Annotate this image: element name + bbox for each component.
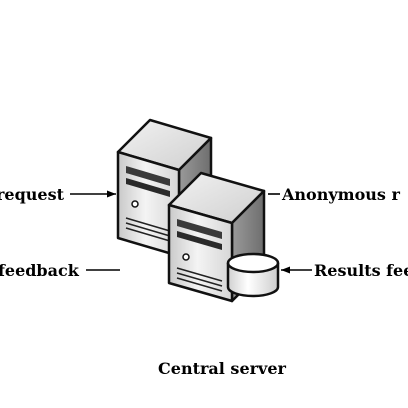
- database-icon: [226, 252, 280, 298]
- feedback-label: feedback: [0, 261, 80, 280]
- results-label: Results fee: [314, 261, 408, 280]
- central-server-caption: Central server: [158, 359, 286, 378]
- request-label: request: [0, 185, 65, 204]
- anonymous-label: Anonymous r: [281, 185, 400, 204]
